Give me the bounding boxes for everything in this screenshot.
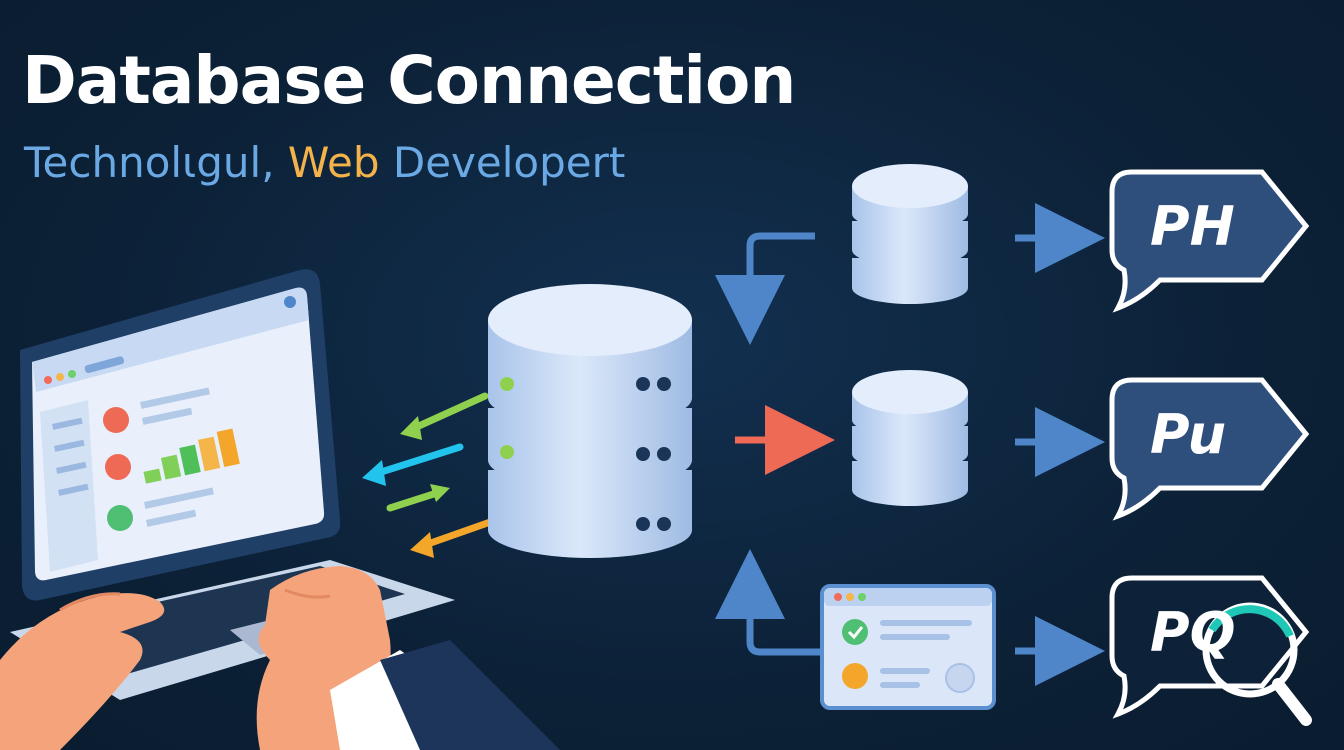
status-icon-red <box>103 407 129 433</box>
badge-pu <box>1109 377 1310 521</box>
user-icon <box>107 505 133 531</box>
database-icon-middle <box>852 370 968 506</box>
warning-icon <box>842 663 868 689</box>
subtitle-part-2: Web <box>287 138 380 187</box>
browser-window-icon <box>820 584 996 710</box>
badge-ph <box>1109 169 1310 313</box>
status-icon-red <box>105 454 131 480</box>
subtitle-part-1: Technolιgul, <box>24 138 288 187</box>
magnifier-icon <box>1202 602 1312 726</box>
typing-hands <box>0 566 560 750</box>
badge-ph-label: PH <box>1150 195 1235 258</box>
database-icon-top <box>852 164 968 304</box>
mini-bar-chart <box>143 428 240 484</box>
subtitle-part-3: Developert <box>379 138 626 187</box>
page-subtitle: Technolιgul, Web Developert <box>24 142 625 184</box>
badge-pu-label: Pu <box>1150 403 1227 466</box>
data-flow-arrows <box>362 392 514 558</box>
badge-pq-label: PQ <box>1150 601 1236 664</box>
badge-shapes <box>1109 169 1312 726</box>
connector-arrows <box>715 203 1105 686</box>
page-title: Database Connection <box>22 42 796 119</box>
check-icon <box>842 619 868 645</box>
main-database-icon <box>488 284 692 558</box>
